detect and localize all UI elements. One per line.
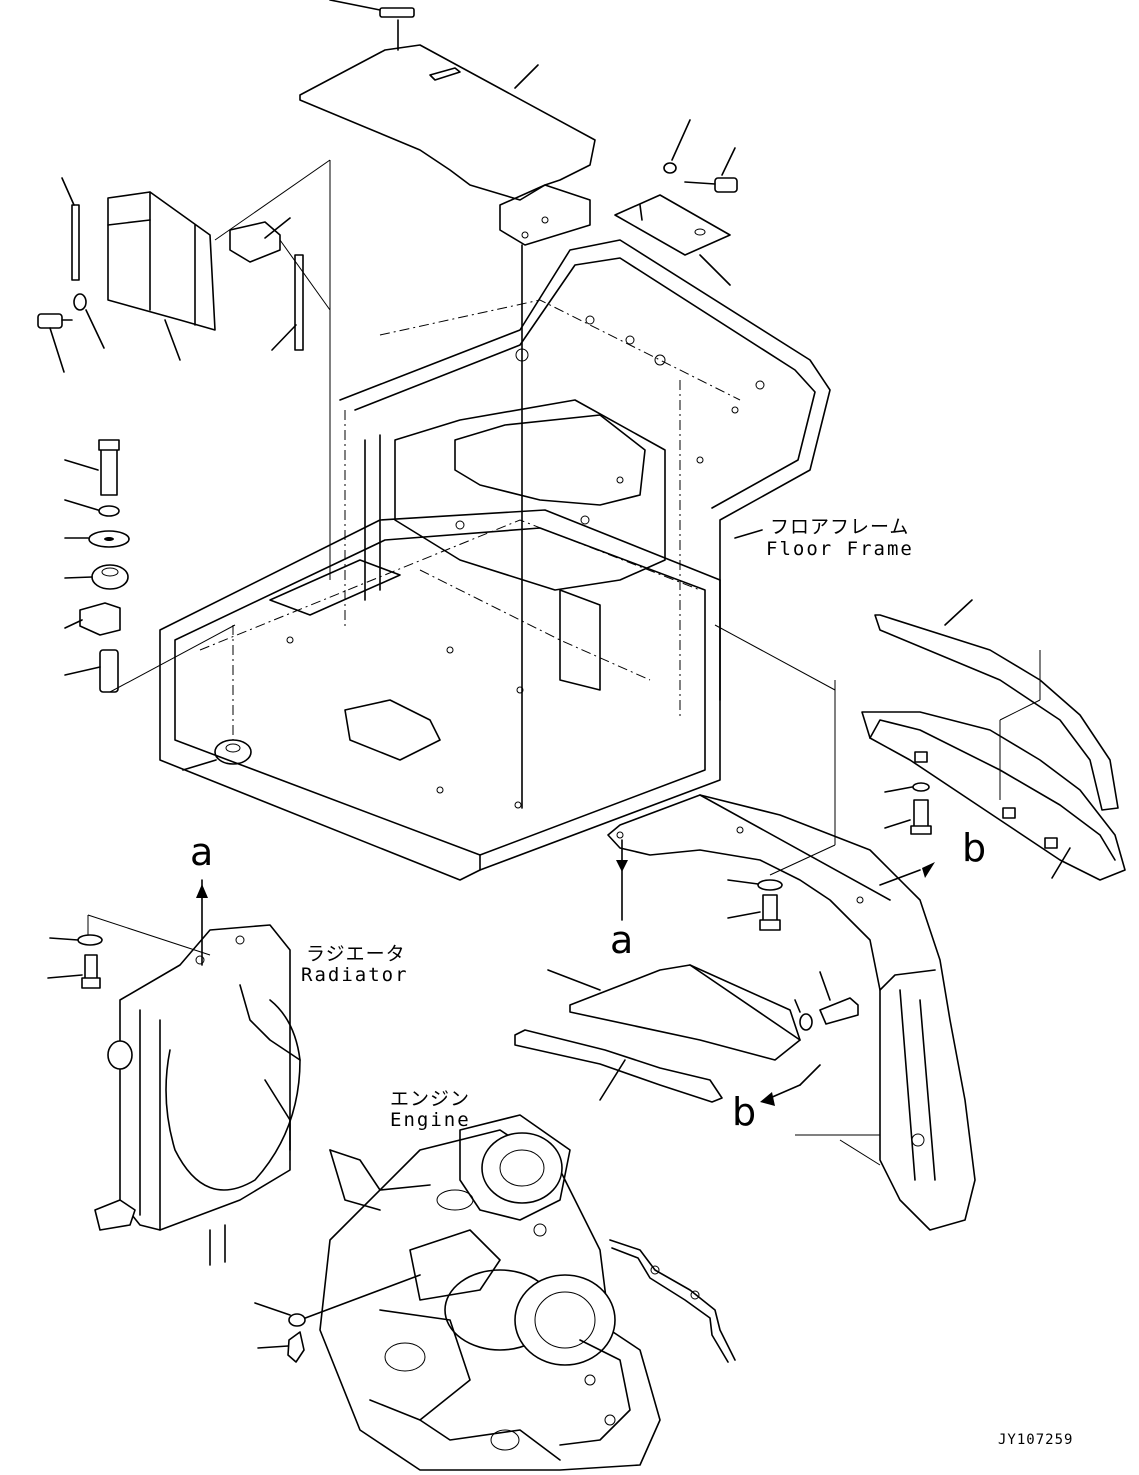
floor-frame-leader xyxy=(734,529,763,539)
small-bracket-plate xyxy=(614,119,738,286)
radiator xyxy=(47,879,301,1266)
floor-frame-label-jp: フロアフレーム xyxy=(770,516,910,538)
floor-frame-label-en: Floor Frame xyxy=(766,538,914,560)
side-bracket-group xyxy=(37,159,331,580)
side-rail xyxy=(861,599,1126,881)
view-b-label-top: b xyxy=(962,826,987,870)
engine-label-en: Engine xyxy=(390,1109,471,1131)
view-a-label-top: a xyxy=(190,830,214,874)
lower-guard-plate xyxy=(514,964,859,1106)
view-b-label-bottom: b xyxy=(732,1090,757,1134)
view-a-label-bottom: a xyxy=(610,918,634,962)
guard-frame xyxy=(607,624,976,1231)
top-cover-plate xyxy=(299,0,596,246)
leader-line xyxy=(839,1139,881,1166)
engine-label-jp: エンジン xyxy=(390,1088,471,1110)
drawing-code: JY107259 xyxy=(998,1432,1074,1448)
mount-stack xyxy=(64,439,252,771)
floor-frame xyxy=(159,239,831,881)
engine xyxy=(254,1114,736,1471)
radiator-label-en: Radiator xyxy=(301,964,409,986)
radiator-label-jp: ラジエータ xyxy=(306,943,406,965)
